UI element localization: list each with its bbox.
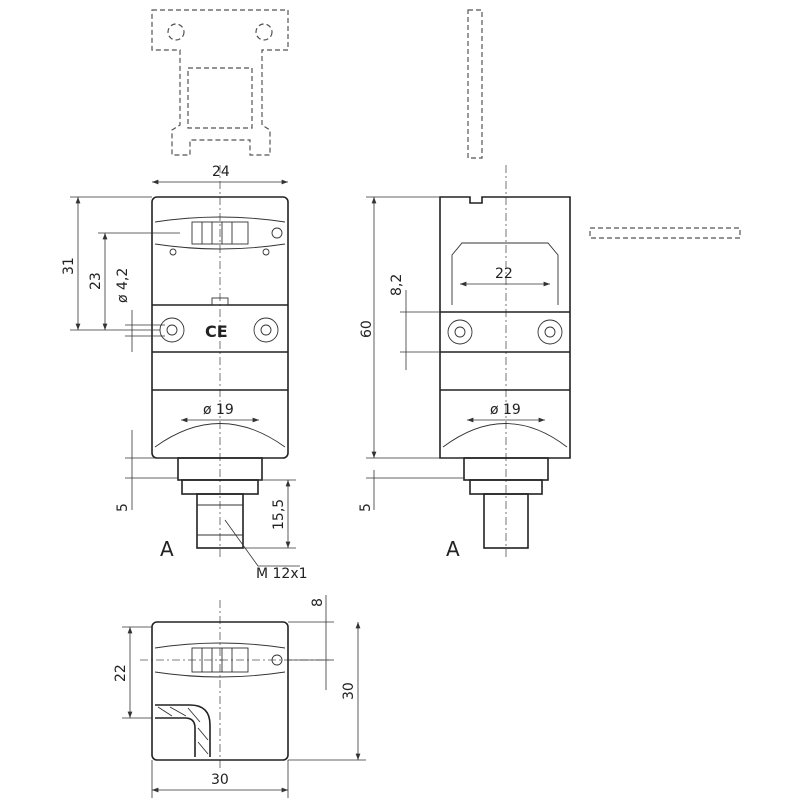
view-marker-front: A: [160, 537, 174, 561]
dim-offset-8: 8: [310, 598, 326, 607]
dim-width-30: 30: [211, 772, 229, 788]
dim-height-23: 23: [88, 272, 104, 290]
dim-collar-front: 5: [115, 503, 131, 512]
dim-bore-front: ø 19: [203, 402, 234, 418]
view-marker-side: A: [446, 537, 460, 561]
dim-connector-length: 15,5: [271, 499, 287, 530]
actuator-side-dashed: [467, 9, 741, 239]
dim-width-24: 24: [212, 164, 230, 180]
dim-height-31: 31: [61, 257, 77, 275]
dim-collar-side: 5: [358, 503, 374, 512]
side-dimensions: [366, 196, 550, 510]
ce-mark: CE: [205, 322, 228, 341]
dim-bore-side: ø 19: [490, 402, 521, 418]
dim-height-60: 60: [359, 320, 375, 338]
dim-hole-spacing: 22: [495, 266, 513, 282]
dim-height-30: 30: [341, 682, 357, 700]
front-dimensions: [70, 179, 300, 567]
front-view: [151, 165, 289, 560]
top-dimensions: [122, 595, 366, 798]
thread-callout: M 12x1: [256, 566, 308, 582]
dim-hole-diameter: ø 4,2: [115, 268, 131, 303]
top-view: [140, 600, 330, 770]
actuator-front-dashed: [151, 9, 289, 156]
side-view: [439, 165, 571, 560]
dim-depth-22: 22: [113, 664, 129, 682]
dim-hole-offset: 8,2: [389, 274, 405, 296]
